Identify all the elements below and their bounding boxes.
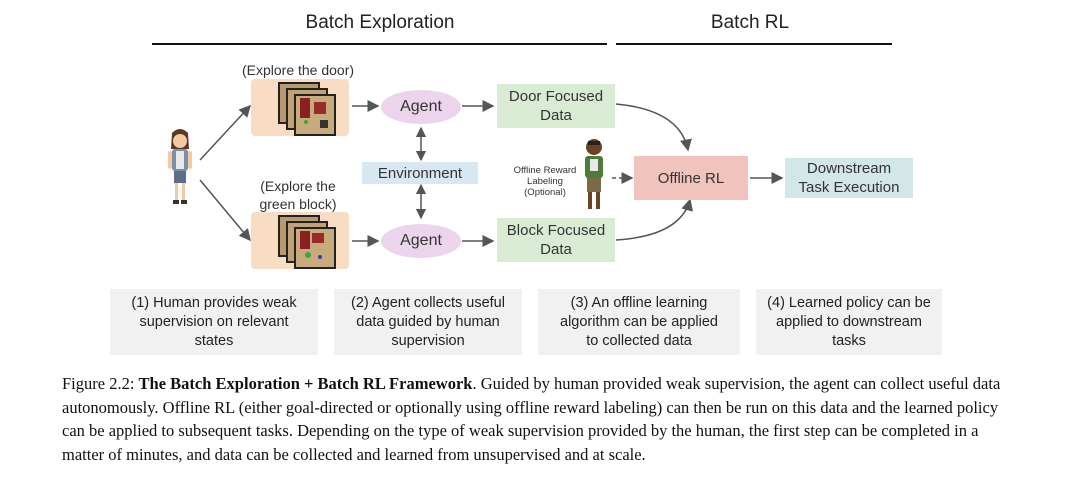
- door-data-line2: Data: [540, 107, 572, 124]
- step-4-line3: tasks: [832, 332, 866, 349]
- step-1-line2: supervision on relevant: [139, 313, 289, 330]
- offline-rl-node: Offline RL: [634, 156, 748, 200]
- step-2-line2: data guided by human: [356, 313, 500, 330]
- human-to-door-arrow: [199, 104, 252, 161]
- reward-line1: Offline Reward: [513, 165, 577, 176]
- diagram-connectors: [199, 100, 784, 247]
- step-2-box: (2) Agent collects useful data guided by…: [334, 289, 522, 355]
- step-3-line3: to collected data: [586, 332, 692, 349]
- agent-node-top: Agent: [381, 90, 461, 124]
- reward-line2: Labeling: [527, 176, 563, 187]
- labeler-person-icon: [580, 137, 608, 213]
- step-4-box: (4) Learned policy can be applied to dow…: [756, 289, 942, 355]
- block-data-line2: Data: [540, 241, 572, 258]
- step-1-box: (1) Human provides weak supervision on r…: [110, 289, 318, 355]
- step-4-line2: applied to downstream: [776, 313, 922, 330]
- downstream-line2: Task Execution: [798, 179, 900, 196]
- batch-rl-rule: [616, 43, 892, 45]
- figure-caption: Figure 2.2: The Batch Exploration + Batc…: [62, 372, 1022, 466]
- door-data-line1: Door Focused: [508, 88, 604, 105]
- caption-body: . Guided by human provided weak supervis…: [62, 374, 1001, 464]
- step-1-line1: (1) Human provides weak: [131, 294, 297, 311]
- reward-line3: (Optional): [524, 187, 566, 198]
- step-1-line3: states: [194, 332, 234, 349]
- caption-title: The Batch Exploration + Batch RL Framewo…: [138, 374, 473, 393]
- block-focused-data-node: Block Focused Data: [497, 218, 615, 262]
- human-to-block-arrow: [199, 179, 251, 242]
- block-scene-image: [294, 227, 336, 269]
- batch-exploration-rule: [152, 43, 607, 45]
- explore-door-label: (Explore the door): [241, 62, 355, 78]
- human-figure-icon: [162, 127, 198, 207]
- door-scene-image: [294, 94, 336, 136]
- step-2-line3: supervision: [391, 332, 465, 349]
- step-3-line1: (3) An offline learning: [570, 294, 708, 311]
- reward-labeling-label: Offline Reward Labeling (Optional): [508, 165, 582, 198]
- caption-prefix: Figure 2.2:: [62, 374, 139, 393]
- step-3-box: (3) An offline learning algorithm can be…: [538, 289, 740, 355]
- step-2-line1: (2) Agent collects useful: [351, 294, 505, 311]
- step-4-line1: (4) Learned policy can be: [767, 294, 931, 311]
- downstream-line1: Downstream: [806, 160, 892, 177]
- step-3-line2: algorithm can be applied: [560, 313, 718, 330]
- batch-rl-header: Batch RL: [710, 12, 790, 33]
- environment-node: Environment: [362, 162, 478, 184]
- explore-green-label-line1: (Explore the: [260, 178, 336, 194]
- door-focused-data-node: Door Focused Data: [497, 84, 615, 128]
- explore-green-label-line2: green block): [259, 196, 337, 212]
- agent-node-bottom: Agent: [381, 224, 461, 258]
- batch-exploration-header: Batch Exploration: [305, 12, 455, 33]
- downstream-task-node: Downstream Task Execution: [785, 158, 913, 198]
- block-data-line1: Block Focused: [506, 222, 606, 239]
